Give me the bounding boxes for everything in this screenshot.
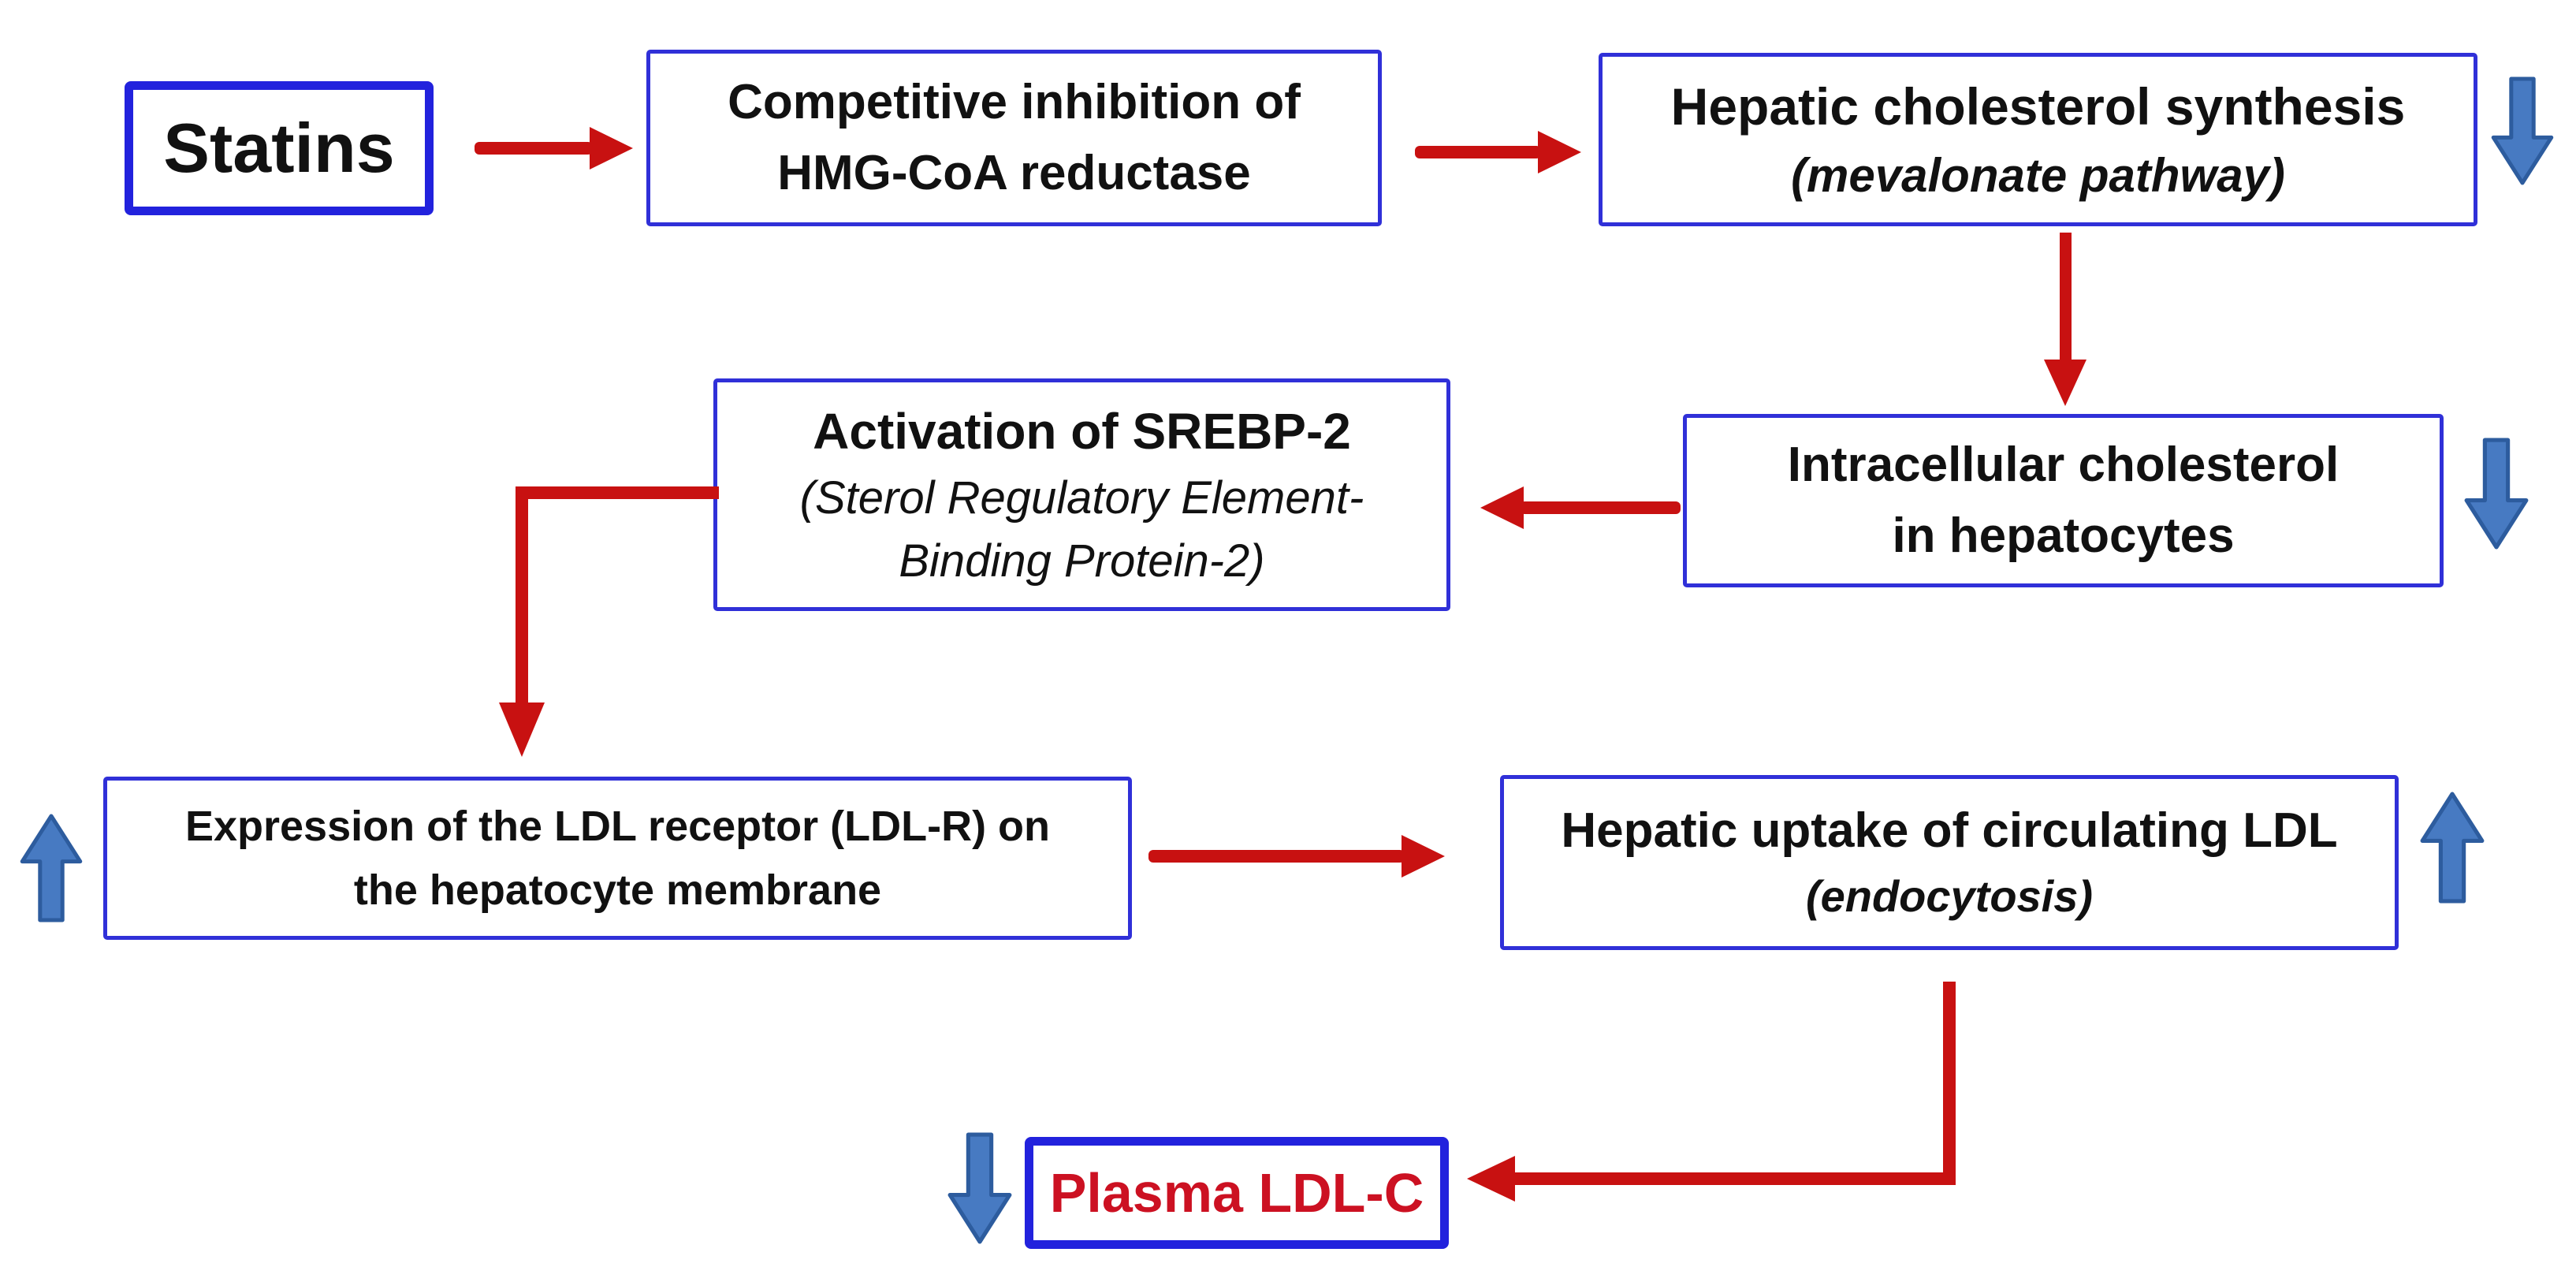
node-intracellular-line1: Intracellular cholesterol (1787, 438, 2340, 493)
arrow-srebp-to-ldlr-elbow-icon (499, 486, 719, 757)
node-hmg-line1: Competitive inhibition of (728, 75, 1301, 130)
node-intracellular-line2: in hepatocytes (1892, 509, 2235, 563)
node-synthesis-line2: (mevalonate pathway) (1791, 149, 2285, 203)
node-hepatic-ldl-uptake: Hepatic uptake of circulating LDL (endoc… (1500, 775, 2399, 950)
node-srebp-line1: Activation of SREBP-2 (813, 403, 1351, 460)
node-hmg-coa-inhibition: Competitive inhibition of HMG-CoA reduct… (646, 50, 1382, 226)
node-ldl-receptor-expression: Expression of the LDL receptor (LDL-R) o… (103, 777, 1132, 940)
node-statins-label: Statins (163, 109, 395, 187)
arrow-synthesis-to-intracellular-icon (2044, 233, 2086, 406)
decrease-arrow-plasma-icon (947, 1132, 1012, 1244)
arrow-ldlr-to-uptake-icon (1148, 835, 1445, 878)
node-ldlr-line1: Expression of the LDL receptor (LDL-R) o… (184, 802, 1051, 850)
node-uptake-line1: Hepatic uptake of circulating LDL (1561, 803, 2338, 859)
node-uptake-line2: (endocytosis) (1805, 871, 2094, 922)
node-srebp-line2: (Sterol Regulatory Element- (799, 471, 1364, 524)
node-hmg-line2: HMG-CoA reductase (777, 146, 1251, 200)
node-srebp-line3: Binding Protein-2) (899, 535, 1265, 587)
node-plasma-label: Plasma LDL-C (1049, 1162, 1424, 1224)
node-ldlr-line2: the hepatocyte membrane (353, 866, 882, 914)
arrow-inhibition-to-synthesis-icon (1415, 131, 1581, 173)
node-statins: Statins (125, 81, 434, 215)
node-plasma-ldlc: Plasma LDL-C (1025, 1137, 1449, 1249)
node-synthesis-line1: Hepatic cholesterol synthesis (1670, 76, 2406, 136)
increase-arrow-ldlr-icon (20, 814, 83, 922)
increase-arrow-uptake-icon (2420, 792, 2485, 904)
arrow-intracellular-to-srebp-icon (1480, 486, 1681, 529)
decrease-arrow-intracellular-icon (2464, 438, 2529, 550)
decrease-arrow-synthesis-icon (2491, 76, 2554, 185)
node-intracellular-cholesterol: Intracellular cholesterol in hepatocytes (1683, 414, 2444, 587)
node-hepatic-cholesterol-synthesis: Hepatic cholesterol synthesis (mevalonat… (1599, 53, 2477, 226)
node-srebp2-activation: Activation of SREBP-2 (Sterol Regulatory… (713, 378, 1450, 611)
arrow-statins-to-inhibition-icon (475, 127, 633, 170)
arrow-uptake-to-plasma-elbow-icon (1467, 982, 1956, 1202)
